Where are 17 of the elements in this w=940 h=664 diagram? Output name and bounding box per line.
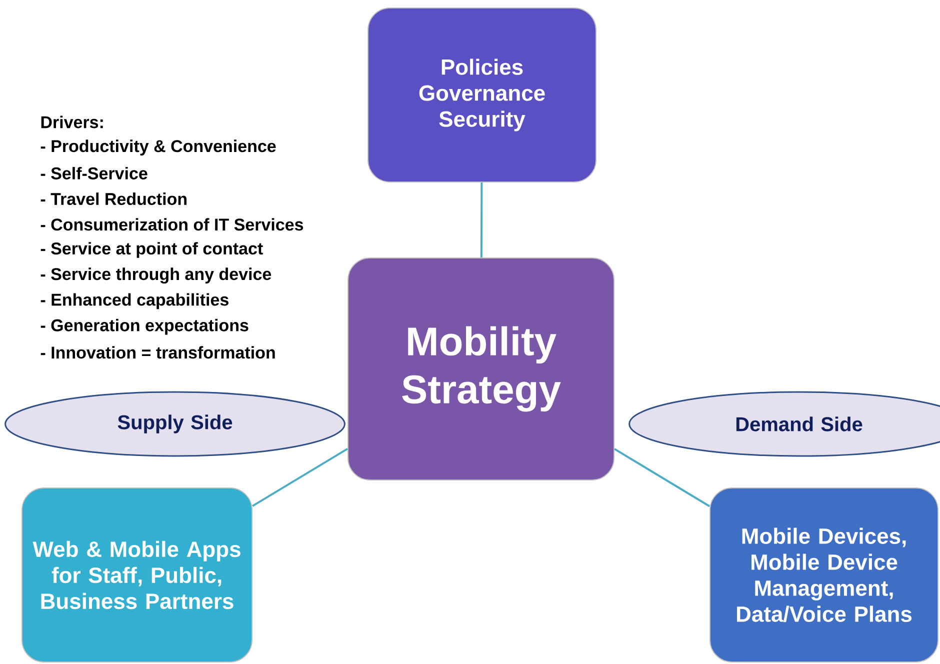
policy-box: Policies Governance Security [368, 8, 596, 182]
driver-text: - Enhanced capabilities [40, 293, 228, 310]
devices-box: Mobile Devices, Mobile Device Management, Data/Voice Plans [710, 487, 938, 662]
driver-text: - Service at point of contact [40, 242, 263, 258]
driver-text: - Self-Service [40, 166, 148, 180]
driver-text: - Innovation = transformation [40, 346, 275, 359]
driver-text: - Productivity & Convenience [40, 140, 276, 156]
driver-text: Drivers: [41, 116, 103, 128]
strategy-box: Mobility Strategy [348, 258, 614, 480]
connector-line [252, 448, 348, 507]
connector-line [614, 448, 710, 508]
apps-box: Web & Mobile Apps for Staff, Public, Business Partners [22, 487, 252, 662]
connector-line [480, 182, 483, 258]
driver-text: - Travel Reduction [40, 192, 186, 206]
driver-text: - Consumerization of IT Services [40, 218, 304, 231]
driver-text: - Generation expectations [40, 318, 248, 335]
driver-text: - Service through any device [40, 268, 272, 284]
